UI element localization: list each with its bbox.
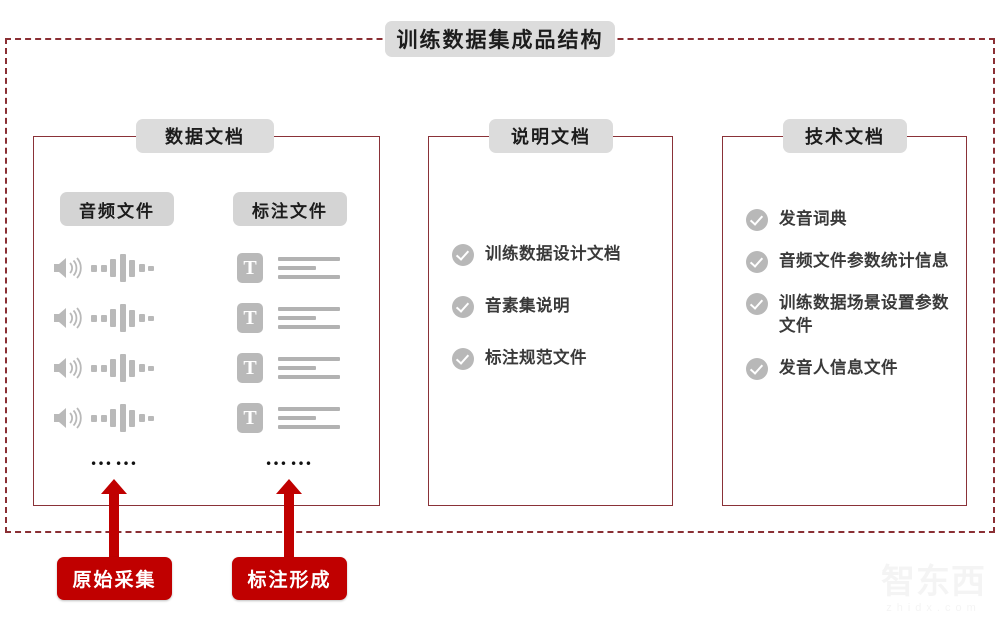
speaker-icon — [52, 255, 82, 281]
waveform-icon — [91, 403, 154, 433]
text-file-icon: T — [237, 353, 263, 383]
speaker-icon — [52, 355, 82, 381]
check-circle-icon — [746, 209, 768, 231]
check-circle-icon — [746, 251, 768, 273]
list-item: 发音人信息文件 — [746, 357, 951, 380]
watermark-logo: 智东西 zhidx.com — [881, 565, 986, 614]
annotation-file-list: T T T T — [237, 243, 357, 443]
list-item: T — [237, 393, 357, 443]
text-file-icon: T — [237, 303, 263, 333]
check-circle-icon — [452, 348, 474, 370]
watermark-subtext: zhidx.com — [886, 602, 981, 614]
list-item — [52, 243, 192, 293]
list-item-label: 音素集说明 — [485, 296, 570, 315]
waveform-icon — [91, 353, 154, 383]
list-item: T — [237, 343, 357, 393]
check-circle-icon — [452, 296, 474, 318]
text-lines-icon — [278, 357, 340, 379]
annotation-list-ellipsis: …… — [265, 445, 315, 470]
list-item: 训练数据设计文档 — [452, 243, 657, 266]
card-description-documents — [428, 136, 673, 506]
text-lines-icon — [278, 257, 340, 279]
list-item: T — [237, 243, 357, 293]
watermark-text: 智东西 — [881, 563, 986, 601]
list-item: 发音词典 — [746, 208, 951, 231]
description-document-list: 训练数据设计文档 音素集说明 标注规范文件 — [452, 243, 657, 399]
text-lines-icon — [278, 407, 340, 429]
audio-list-ellipsis: …… — [90, 445, 140, 470]
card-title-description-documents: 说明文档 — [489, 119, 613, 153]
subheading-annotation-files: 标注文件 — [233, 192, 347, 226]
list-item-label: 标注规范文件 — [485, 348, 587, 367]
list-item — [52, 293, 192, 343]
text-file-icon: T — [237, 253, 263, 283]
audio-file-list — [52, 243, 192, 443]
list-item — [52, 393, 192, 443]
list-item: 标注规范文件 — [452, 347, 657, 370]
card-title-technical-documents: 技术文档 — [783, 119, 907, 153]
speaker-icon — [52, 305, 82, 331]
list-item: 音频文件参数统计信息 — [746, 250, 951, 273]
list-item — [52, 343, 192, 393]
list-item-label: 发音人信息文件 — [779, 357, 898, 377]
list-item-label: 训练数据场景设置参数文件 — [779, 293, 949, 335]
waveform-icon — [91, 253, 154, 283]
list-item: 音素集说明 — [452, 295, 657, 318]
check-circle-icon — [746, 357, 768, 380]
list-item: 训练数据场景设置参数文件 — [746, 292, 951, 338]
check-circle-icon — [452, 244, 474, 266]
arrow-annotation-forming — [276, 479, 302, 562]
technical-document-list: 发音词典 音频文件参数统计信息 训练数据场景设置参数文件 发音人信息文件 — [746, 208, 951, 399]
page-title: 训练数据集成品结构 — [385, 21, 615, 57]
subheading-audio-files: 音频文件 — [60, 192, 174, 226]
list-item: T — [237, 293, 357, 343]
button-original-collection[interactable]: 原始采集 — [57, 557, 172, 600]
list-item-label: 训练数据设计文档 — [485, 244, 621, 263]
card-title-data-documents: 数据文档 — [136, 119, 274, 153]
text-lines-icon — [278, 307, 340, 329]
speaker-icon — [52, 405, 82, 431]
arrow-original-collection — [101, 479, 127, 562]
list-item-label: 音频文件参数统计信息 — [779, 251, 949, 270]
button-annotation-forming[interactable]: 标注形成 — [232, 557, 347, 600]
list-item-label: 发音词典 — [779, 209, 847, 228]
text-file-icon: T — [237, 403, 263, 433]
check-circle-icon — [746, 293, 768, 315]
card-technical-documents — [722, 136, 967, 506]
waveform-icon — [91, 303, 154, 333]
